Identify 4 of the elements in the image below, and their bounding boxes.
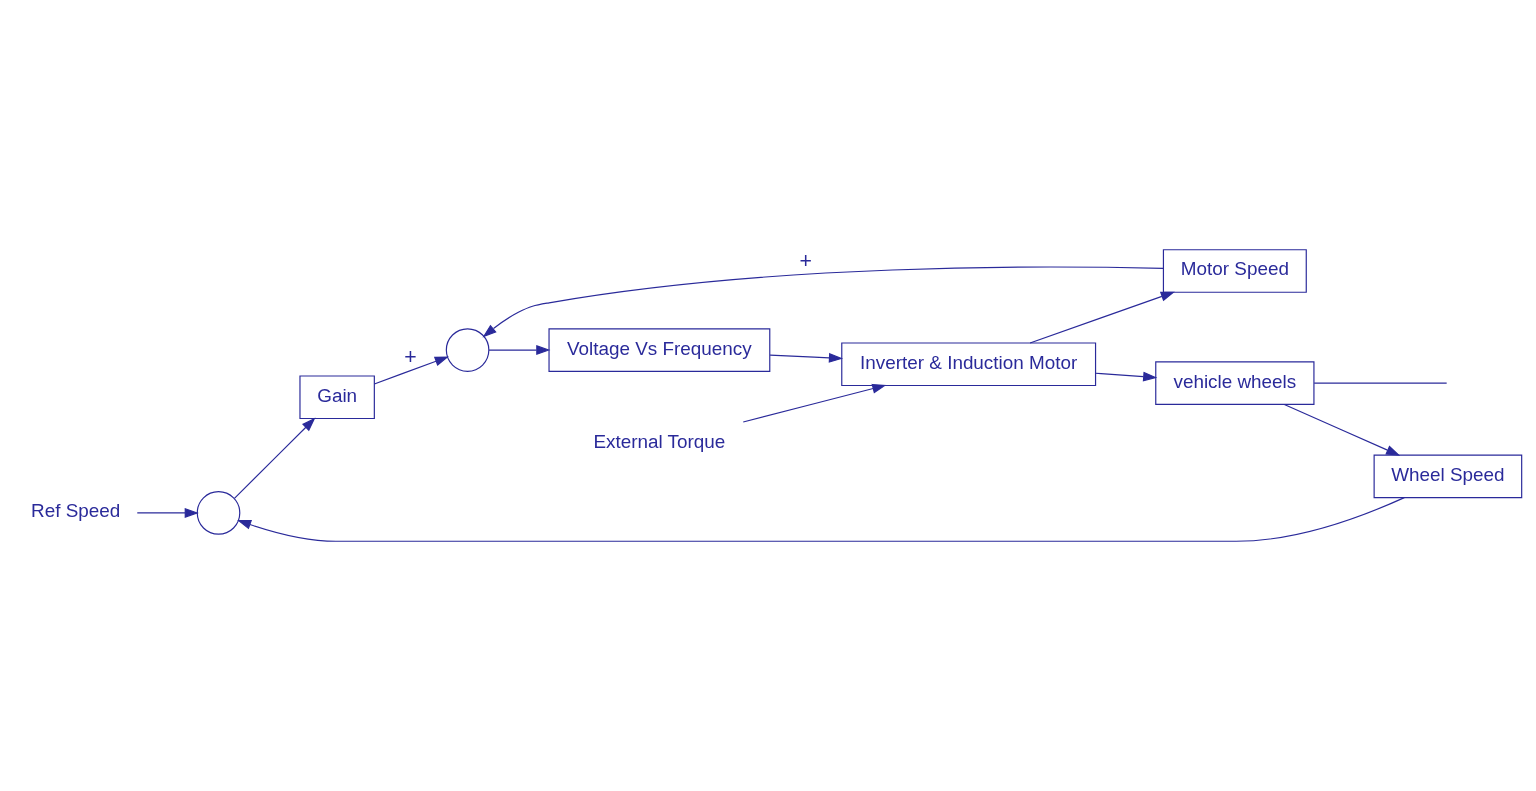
edge-label: +: [404, 344, 417, 369]
node-text: Ref Speed: [31, 500, 121, 522]
edge-label: +: [799, 248, 812, 273]
node-text: External Torque: [593, 430, 726, 452]
